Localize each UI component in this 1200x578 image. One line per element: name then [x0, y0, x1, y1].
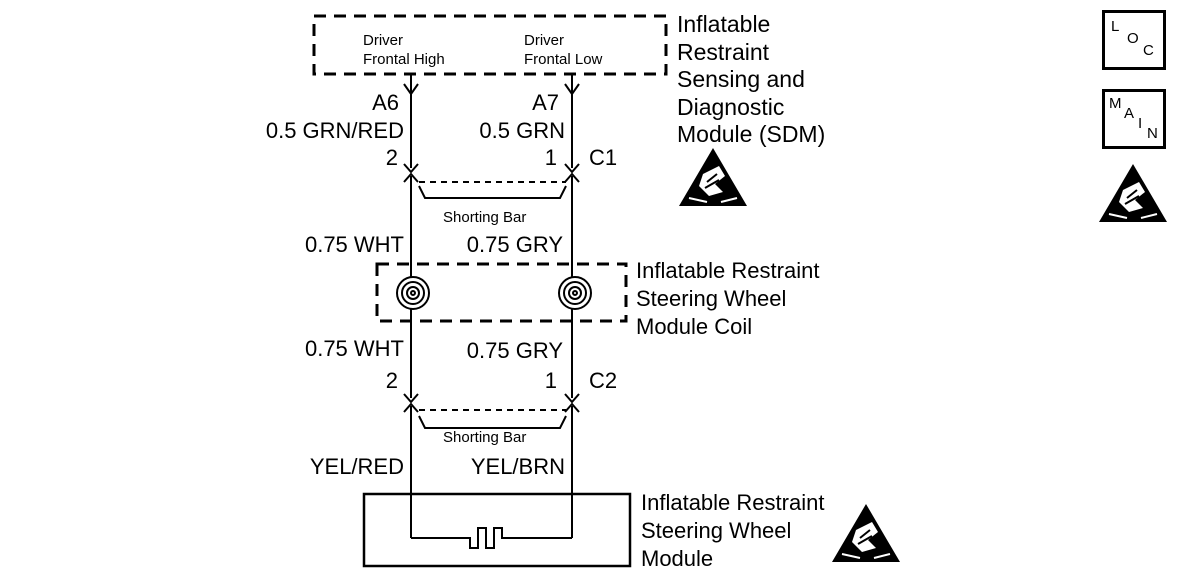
coil-left-lower-wire-label: 0.75 WHT [304, 336, 404, 361]
sdm-title-line-4: Diagnostic [677, 94, 785, 120]
c2-shorting-bar [418, 415, 567, 429]
loc-letter-o: O [1127, 30, 1139, 47]
module-left-wire-label: YEL/RED [309, 454, 404, 479]
c2-right-lower-chevron [564, 402, 580, 413]
sdm-driver-low-line-1: Driver [524, 32, 564, 49]
module-title-line-1: Inflatable Restraint [641, 490, 825, 515]
c1-left-cavity: 2 [385, 145, 398, 170]
sdm-title-line-2: Restraint [677, 39, 770, 65]
sdm-driver-high-line-2: Frontal High [363, 51, 445, 68]
main-letter-m: M [1109, 95, 1122, 112]
loc-letter-c: C [1143, 42, 1154, 59]
c2-right-upper-chevron [564, 393, 580, 404]
pin-a6-label: A6 [372, 90, 399, 115]
pin-a7-label: A7 [532, 90, 559, 115]
module-title-line-2: Steering Wheel [641, 518, 792, 543]
sdm-driver-high-line-1: Driver [363, 32, 403, 49]
esd-warning-icon-module [831, 503, 901, 563]
module-right-wire-label: YEL/BRN [470, 454, 565, 479]
coil-title-line-3: Module Coil [636, 314, 753, 339]
wire-left-upper-label: 0.5 GRN/RED [265, 118, 404, 143]
connector-c2-label: C2 [589, 368, 618, 393]
coil-left-spiral-icon [396, 276, 430, 310]
c2-left-lower-chevron [403, 402, 419, 413]
module-title-line-3: Module [641, 546, 714, 571]
coil-left-upper-wire-label: 0.75 WHT [304, 232, 404, 257]
c1-shorting-bar-label: Shorting Bar [443, 209, 527, 226]
sdm-title-line-5: Module (SDM) [677, 121, 826, 147]
main-icon[interactable]: M A I N [1102, 89, 1166, 149]
c2-left-cavity: 2 [385, 368, 398, 393]
c1-right-upper-chevron [564, 163, 580, 174]
main-letter-n: N [1147, 125, 1158, 142]
c1-right-cavity: 1 [544, 145, 557, 170]
coil-right-upper-wire-label: 0.75 GRY [466, 232, 563, 257]
c2-left-upper-chevron [403, 393, 419, 404]
c2-right-cavity: 1 [544, 368, 557, 393]
sdm-box [312, 14, 668, 76]
coil-box [375, 262, 628, 323]
coil-title-line-1: Inflatable Restraint [636, 258, 820, 283]
c1-left-upper-chevron [403, 163, 419, 174]
wire-right-upper-label: 0.5 GRN [479, 118, 565, 143]
esd-warning-icon-side [1098, 163, 1168, 223]
c2-shorting-bar-label: Shorting Bar [443, 429, 527, 446]
module-box [362, 492, 632, 568]
c1-left-lower-chevron [403, 172, 419, 183]
main-letter-a: A [1124, 105, 1135, 122]
sdm-pin-left-arrow [403, 83, 419, 96]
coil-right-spiral-icon [558, 276, 592, 310]
sdm-title-line-3: Sensing and [677, 66, 805, 92]
sdm-title-line-1: Inflatable [677, 11, 771, 37]
main-letter-i: I [1138, 115, 1143, 132]
connector-c1-label: C1 [589, 145, 618, 170]
sdm-pin-right-arrow [564, 83, 580, 96]
loc-letter-l: L [1111, 18, 1120, 35]
sdm-driver-low-line-2: Frontal Low [524, 51, 603, 68]
coil-title-line-2: Steering Wheel [636, 286, 787, 311]
c1-shorting-bar [418, 185, 567, 199]
coil-right-lower-wire-label: 0.75 GRY [466, 338, 563, 363]
loc-icon[interactable]: L O C [1102, 10, 1166, 70]
squib-element [411, 527, 572, 549]
esd-warning-icon-sdm [678, 147, 748, 207]
c1-right-lower-chevron [564, 172, 580, 183]
